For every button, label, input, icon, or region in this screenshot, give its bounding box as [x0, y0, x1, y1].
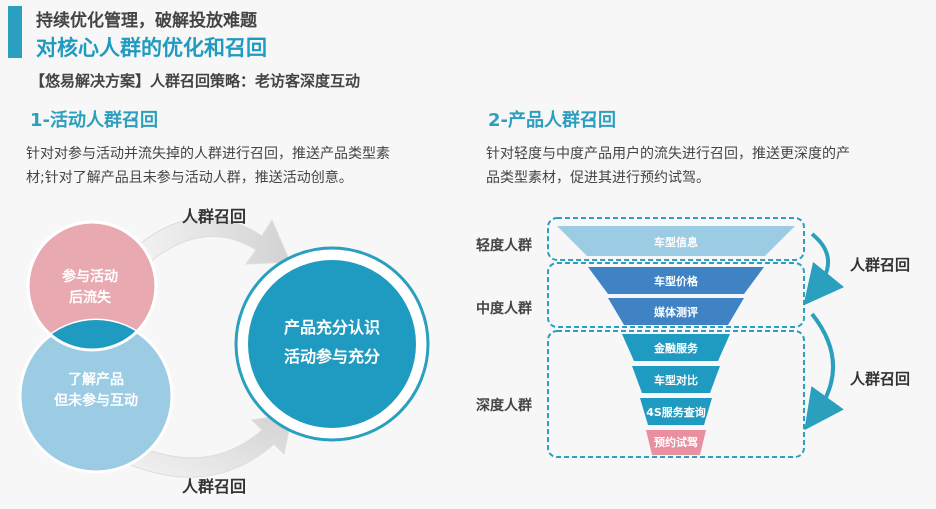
- funnel-label-2: 车型价格: [654, 274, 699, 288]
- funnel-level-6: [640, 398, 712, 425]
- left-section-title: 1-活动人群召回: [30, 110, 158, 131]
- group-box-light: [547, 217, 805, 261]
- left-desc-line1: 针对对参与活动并流失掉的人群进行召回，推送产品类型素: [26, 146, 390, 162]
- recall-arrow-top: [139, 217, 291, 265]
- pink-circle-line1: 参与活动: [62, 268, 118, 285]
- recall-arrow-bottom: [127, 413, 293, 478]
- big-circle-inner: [248, 260, 416, 428]
- header-title: 对核心人群的优化和召回: [36, 36, 267, 60]
- funnel-label-3: 媒体测评: [653, 305, 698, 319]
- arrow-bottom-label: 人群召回: [182, 477, 246, 496]
- funnel-level-4: [622, 334, 730, 361]
- funnel-level-3: [608, 298, 744, 325]
- right-desc-line1: 针对轻度与中度产品用户的流失进行召回，推送更深度的产: [486, 146, 850, 162]
- blue-circle-line2: 但未参与互动: [53, 392, 138, 409]
- right-desc-line2: 品类型素材，促进其进行预约试驾。: [486, 170, 710, 186]
- funnel-label-6: 4S服务查询: [646, 405, 706, 419]
- recall-curve-arrow-1: [803, 232, 845, 306]
- recall-label-2: 人群召回: [850, 370, 910, 388]
- funnel-label-7: 预约试驾: [654, 435, 698, 449]
- big-circle-line2: 活动参与充分: [284, 347, 380, 366]
- left-desc-line2: 材;针对了解产品且未参与活动人群，推送活动创意。: [26, 170, 353, 186]
- recall-label-1: 人群召回: [850, 256, 910, 274]
- funnel-level-5: [632, 366, 720, 393]
- funnel-label-5: 车型对比: [654, 373, 698, 387]
- group-label-light: 轻度人群: [476, 237, 532, 254]
- group-label-medium: 中度人群: [476, 300, 532, 317]
- recall-curve-arrow-2: [804, 312, 844, 431]
- group-label-deep: 深度人群: [476, 397, 532, 414]
- header-subtitle: 持续优化管理，破解投放难题: [36, 11, 257, 31]
- funnel-label-1: 车型信息: [654, 235, 698, 249]
- strategy-line: 【悠易解决方案】人群召回策略：老访客深度互动: [30, 72, 361, 90]
- circle-pink-outline: [26, 220, 158, 352]
- left-section-desc: 针对对参与活动并流失掉的人群进行召回，推送产品类型素 材;针对了解产品且未参与活…: [26, 142, 390, 190]
- funnel-level-7: [646, 430, 706, 455]
- pink-circle-line2: 后流失: [69, 289, 112, 306]
- arrow-top-label: 人群召回: [182, 207, 246, 226]
- big-circle-line1: 产品充分认识: [284, 318, 380, 337]
- funnel-label-4: 金融服务: [653, 341, 699, 355]
- funnel-level-2: [588, 267, 764, 294]
- group-box-deep: [547, 330, 805, 458]
- right-section-desc: 针对轻度与中度产品用户的流失进行召回，推送更深度的产 品类型素材，促进其进行预约…: [486, 142, 850, 190]
- header-accent-bar: [8, 6, 22, 58]
- blue-circle-line1: 了解产品: [68, 371, 124, 388]
- funnel-level-1: [557, 226, 795, 256]
- right-section-title: 2-产品人群召回: [488, 110, 616, 131]
